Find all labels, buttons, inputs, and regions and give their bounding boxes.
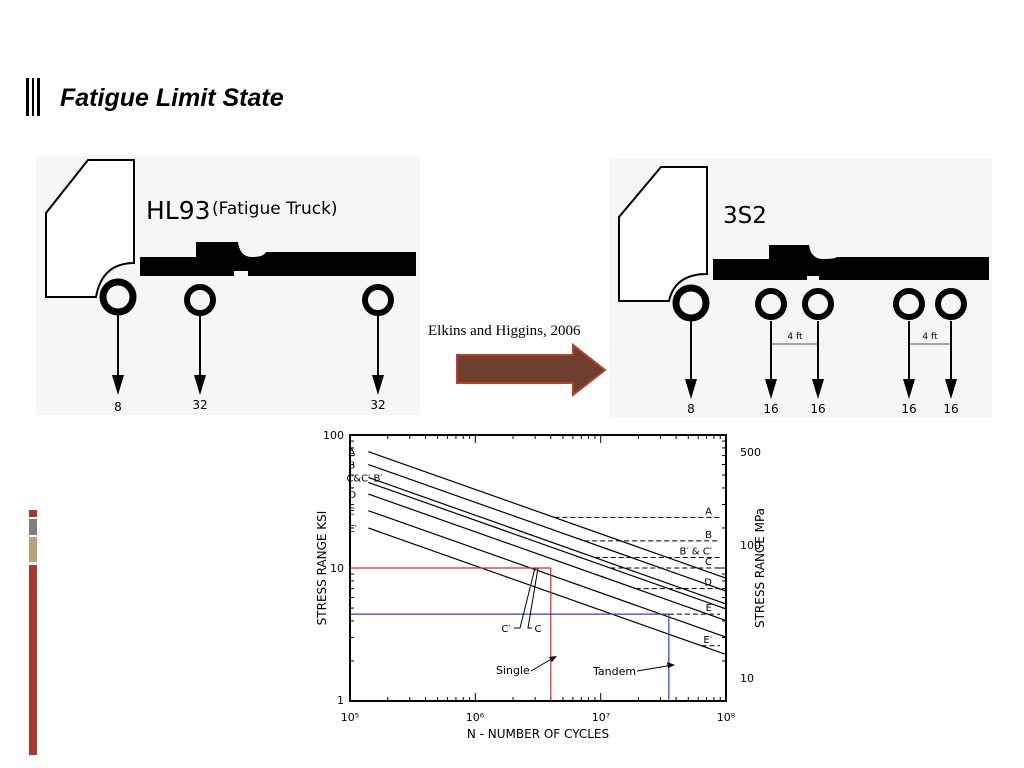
y-tick-label-left-2: 10: [330, 562, 344, 575]
title-bullet-bar-1: [26, 78, 29, 116]
sn-curve-2: [368, 476, 727, 605]
sn-curve-6: [368, 527, 727, 656]
sn-curve-4: [368, 493, 727, 622]
series-label-right-5: E: [706, 603, 712, 614]
hl93-load-2: 32: [192, 398, 207, 412]
3s2-load-3: 16: [810, 402, 825, 416]
series-label-right-6: E′: [703, 635, 712, 646]
hl93-load-arrow-1: [112, 315, 124, 395]
sn-curve-5: [368, 510, 727, 638]
x-tick-label-2: 10⁶: [466, 711, 485, 724]
3s2-load-2: 16: [763, 402, 778, 416]
series-label-left-5: E: [348, 507, 354, 518]
accent-bar-gray: [29, 519, 37, 535]
series-label-left-1: B: [348, 461, 355, 472]
3s2-load-5: 16: [943, 402, 958, 416]
series-label-right-0: A: [705, 506, 712, 517]
3s2-spacing-label-2: 4 ft: [922, 332, 938, 342]
series-label-left-0: A: [348, 448, 355, 459]
3s2-load-1: 8: [687, 402, 695, 416]
y-tick-label-right-2: 100: [740, 539, 761, 552]
3s2-cab: [618, 166, 708, 302]
sn-curve-1: [368, 463, 727, 592]
sn-curve-3: [368, 481, 727, 610]
y-tick-label-left-3: 100: [323, 429, 344, 442]
3s2-load-arrow-3: [812, 321, 824, 399]
series-label-right-2: B′ & C′: [679, 546, 712, 557]
3s2-wheel-2: [755, 288, 787, 320]
hl93-subtitle: (Fatigue Truck): [212, 199, 338, 219]
x-tick-label-4: 10⁸: [717, 711, 736, 724]
accent-bar-red-top: [29, 510, 37, 517]
3s2-load-arrow-4: [903, 321, 915, 399]
accent-bar-red-long: [29, 565, 37, 755]
series-label-left-6: E′: [348, 524, 357, 535]
3s2-wheel-3: [802, 288, 834, 320]
hl93-cab: [45, 159, 135, 298]
3s2-wheel-5: [935, 288, 967, 320]
3s2-truck-diagram: 3S2 4 ft 4 ft 8 16 16 16 16: [609, 159, 992, 417]
sn-curve-0: [368, 451, 727, 579]
hl93-load-arrow-2: [194, 315, 206, 395]
x-axis-label: N - NUMBER OF CYCLES: [467, 727, 609, 741]
3s2-load-arrow-5: [945, 321, 957, 399]
y-axis-label-right: STRESS RANGE MPa: [753, 508, 767, 628]
hl93-load-1: 8: [114, 400, 122, 414]
annotation-tandem: Tandem: [592, 665, 636, 678]
3s2-load-arrow-1: [685, 321, 697, 399]
series-label-right-1: B: [705, 530, 712, 541]
annotation-c-prime-leader: [514, 567, 536, 629]
annotation-single-arrowhead: [549, 656, 557, 662]
annotation-single: Single: [496, 664, 530, 677]
series-label-right-4: D: [704, 578, 712, 589]
x-tick-label-1: 10⁵: [341, 711, 359, 724]
series-label-left-2: C&C′ B′: [346, 473, 383, 484]
y-tick-label-right-1: 10: [740, 672, 754, 685]
y-tick-label-right-3: 500: [740, 446, 761, 459]
series-label-left-4: D: [348, 490, 356, 501]
annotation-c-prime: C′: [501, 624, 511, 635]
annotation-c-leader: [527, 567, 539, 629]
title-bullet-bar-2: [32, 78, 34, 116]
3s2-spacing-label-1: 4 ft: [787, 332, 803, 342]
hl93-wheel-3: [362, 284, 394, 316]
3s2-wheel-4: [893, 288, 925, 320]
annotation-c: C: [535, 624, 542, 635]
annotation-tandem-arrowhead: [667, 662, 675, 668]
annotation-tandem-arrow: [636, 664, 674, 672]
hl93-truck-diagram: HL93 (Fatigue Truck) 8 32 32: [36, 155, 420, 415]
transition-arrow-icon: [456, 343, 607, 398]
3s2-wheel-1: [672, 284, 710, 322]
hl93-load-arrow-3: [372, 315, 384, 395]
3s2-trailer: [713, 245, 989, 280]
3s2-load-4: 16: [901, 402, 916, 416]
y-axis-label-left: STRESS RANGE KSI: [315, 511, 329, 626]
3s2-load-arrow-2: [765, 321, 777, 399]
hl93-wheel-2: [184, 284, 216, 316]
title-bullet-bar-3: [37, 78, 40, 116]
x-tick-label-3: 10⁷: [592, 711, 610, 724]
3s2-name: 3S2: [723, 203, 767, 229]
accent-bar-tan: [29, 537, 37, 562]
hl93-wheel-1: [99, 278, 137, 316]
citation-text: Elkins and Higgins, 2006: [428, 323, 581, 339]
series-label-right-3: C: [705, 557, 712, 568]
hl93-trailer: [140, 242, 416, 276]
slide-title: Fatigue Limit State: [60, 84, 284, 112]
hl93-load-3: 32: [370, 398, 385, 412]
y-tick-label-left-1: 1: [337, 694, 344, 707]
hl93-name: HL93: [146, 196, 211, 225]
